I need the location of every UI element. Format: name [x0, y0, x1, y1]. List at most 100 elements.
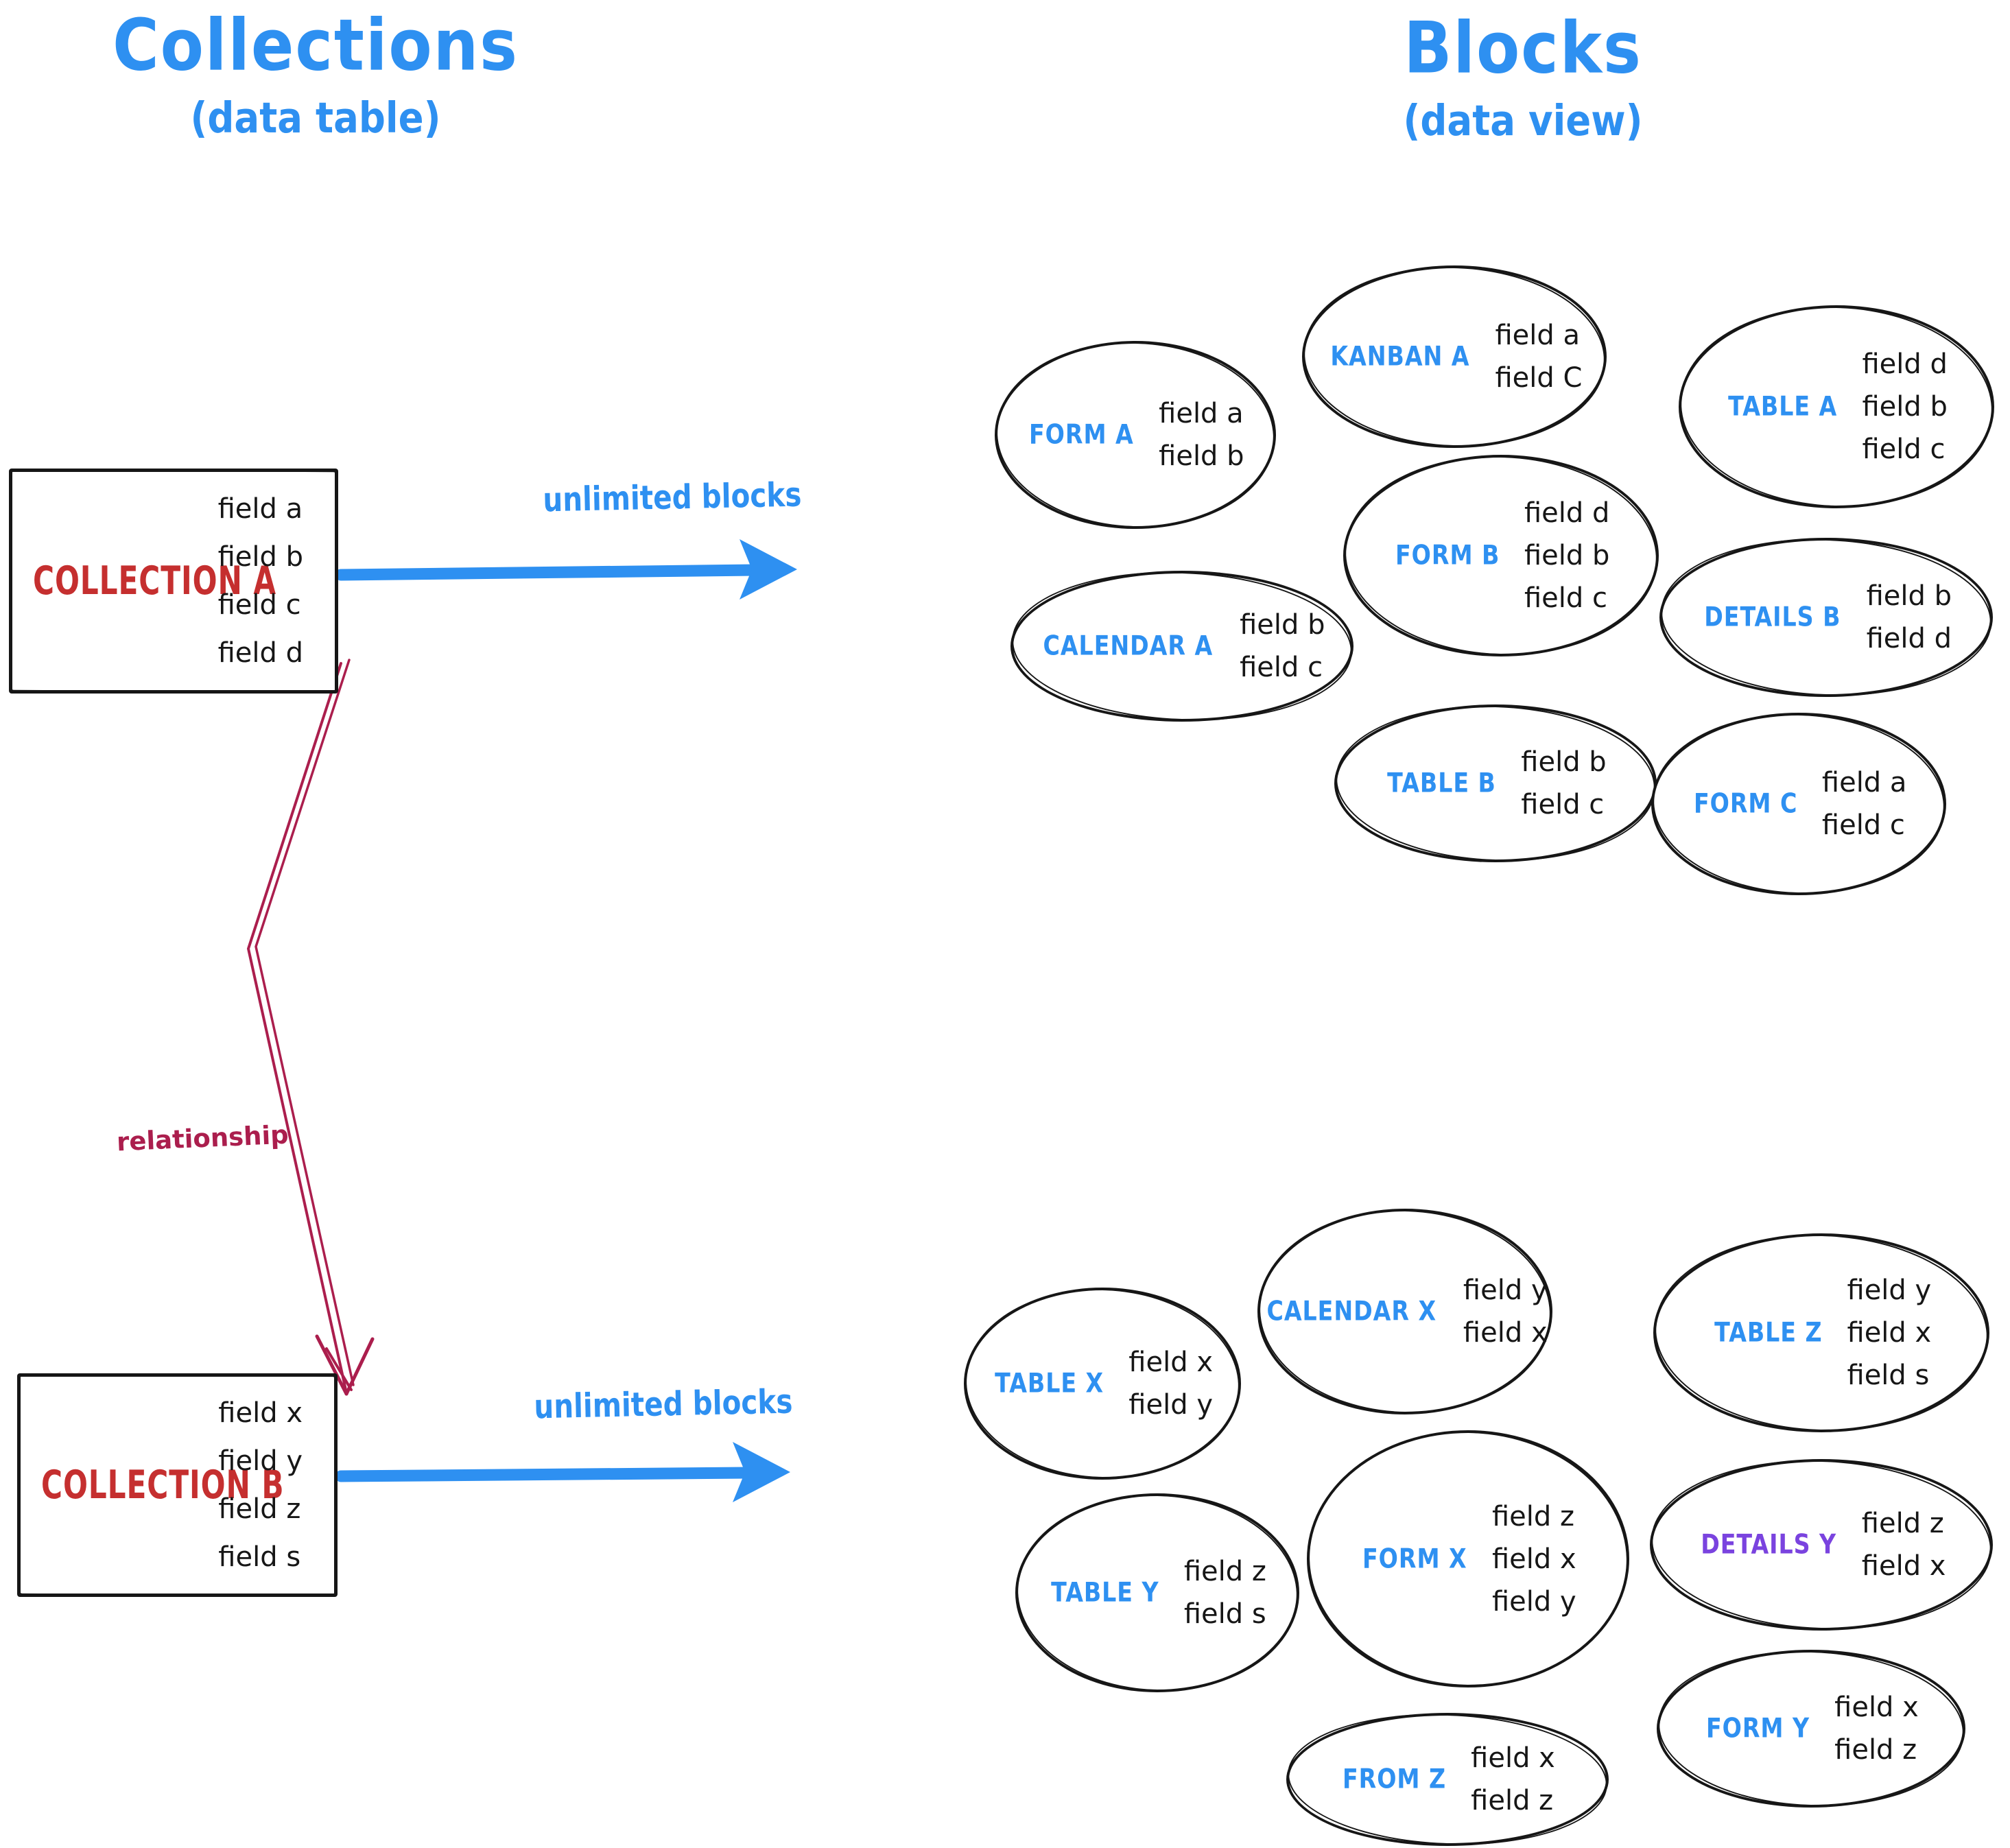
block-calendar-x: CALENDAR X field y field x — [1257, 1209, 1552, 1414]
field-item: field y — [1128, 1389, 1213, 1421]
unlimited-blocks-arrow-top — [335, 539, 797, 600]
collection-a-name: COLLECTION A — [33, 558, 277, 604]
field-item: field c — [1521, 789, 1605, 820]
block-fields: field d field b field c — [1524, 498, 1609, 613]
block-calendar-a: CALENDAR A field b field c — [1010, 571, 1353, 722]
unlimited-blocks-arrow-bottom — [335, 1442, 790, 1502]
field-item: field a — [1495, 320, 1580, 351]
block-fields: field b field d — [1867, 581, 1952, 654]
field-item: field x — [218, 1397, 303, 1429]
field-item: field b — [1862, 391, 1948, 423]
block-title: FORM X — [1362, 1543, 1467, 1574]
field-item: field s — [1847, 1360, 1930, 1391]
field-item: field a — [217, 493, 303, 525]
field-item: field z — [1834, 1734, 1917, 1766]
collection-b-fields: field x field y field z field s — [218, 1398, 303, 1572]
field-item: field a — [1159, 398, 1244, 429]
field-item: field y — [1491, 1585, 1576, 1618]
field-item: field z — [1183, 1556, 1266, 1587]
field-item: field x — [1491, 1543, 1576, 1575]
field-item: field c — [217, 589, 301, 621]
field-item: field z — [1471, 1785, 1554, 1816]
block-title: CALENDAR A — [1043, 630, 1214, 662]
collection-b-box: COLLECTION B field x field y field z fie… — [17, 1373, 338, 1597]
field-item: field y — [218, 1445, 303, 1477]
block-title: FROM Z — [1343, 1764, 1447, 1795]
block-fields: field z field x field y — [1492, 1502, 1576, 1617]
block-fields: field z field x — [1862, 1508, 1946, 1581]
blocks-header: Blocks (data view) — [1324, 6, 1722, 146]
collections-subtitle: (data table) — [190, 93, 441, 143]
block-fields: field b field c — [1240, 610, 1325, 683]
field-item: field c — [1862, 434, 1946, 465]
blocks-title: Blocks — [1404, 6, 1642, 90]
collections-header: Collections (data table) — [82, 3, 549, 143]
field-item: field b — [1521, 746, 1607, 778]
block-title: KANBAN A — [1329, 341, 1470, 372]
field-item: field x — [1834, 1692, 1919, 1723]
block-table-b: TABLE B field b field c — [1334, 704, 1657, 862]
block-table-a: TABLE A field d field b field c — [1679, 305, 1994, 508]
block-title: TABLE A — [1728, 391, 1838, 423]
block-form-c: FORM C field a field c — [1651, 713, 1946, 895]
block-title: FORM A — [1029, 419, 1135, 451]
field-item: field d — [217, 637, 303, 669]
block-fields: field y field x field s — [1847, 1275, 1932, 1390]
block-form-y: FORM Y field x field z — [1657, 1650, 1965, 1808]
field-item: field d — [1862, 348, 1948, 380]
collections-title: Collections — [113, 3, 519, 87]
block-form-x: FORM X field z field x field y — [1307, 1430, 1629, 1687]
block-title: CALENDAR X — [1266, 1296, 1437, 1327]
block-title: TABLE B — [1387, 768, 1497, 799]
field-item: field b — [1524, 540, 1610, 571]
block-title: DETAILS Y — [1700, 1529, 1836, 1561]
block-fields: field d field b field c — [1862, 349, 1947, 464]
field-item: field x — [1861, 1550, 1946, 1582]
block-table-x: TABLE X field x field y — [964, 1288, 1241, 1480]
field-item: field b — [217, 541, 303, 573]
field-item: field d — [1866, 623, 1952, 654]
field-item: field b — [1159, 440, 1244, 472]
block-fields: field a field c — [1822, 768, 1907, 840]
block-title: TABLE Z — [1714, 1317, 1823, 1349]
field-item: field z — [218, 1493, 301, 1525]
block-fields: field y field x — [1463, 1275, 1548, 1348]
field-item: field c — [1524, 582, 1607, 614]
field-item: field x — [1128, 1347, 1213, 1378]
relationship-label: relationship — [116, 1120, 289, 1157]
block-fields: field x field z — [1834, 1692, 1919, 1765]
field-item: field y — [1847, 1275, 1932, 1306]
block-title: TABLE X — [995, 1368, 1104, 1399]
field-item: field b — [1240, 609, 1325, 641]
block-title: FORM B — [1395, 540, 1500, 571]
field-item: field y — [1463, 1275, 1548, 1306]
relationship-connector — [246, 659, 375, 1396]
blocks-subtitle: (data view) — [1403, 95, 1643, 146]
block-table-z: TABLE Z field y field x field s — [1653, 1233, 1989, 1432]
block-title: TABLE Y — [1051, 1577, 1159, 1609]
block-title: FORM Y — [1706, 1713, 1810, 1744]
collection-b-name: COLLECTION B — [41, 1462, 285, 1508]
unlimited-blocks-label-bottom: unlimited blocks — [533, 1382, 793, 1427]
field-item: field z — [1491, 1500, 1574, 1532]
block-details-y: DETAILS Y field z field x — [1650, 1459, 1993, 1631]
field-item: field b — [1866, 580, 1952, 612]
block-fields: field a field b — [1159, 399, 1244, 471]
block-fields: field b field c — [1521, 747, 1606, 820]
block-form-b: FORM B field d field b field c — [1343, 455, 1659, 656]
block-from-z: FROM Z field x field z — [1286, 1713, 1609, 1846]
block-details-b: DETAILS B field b field d — [1659, 538, 1993, 697]
field-item: field s — [1183, 1598, 1266, 1630]
field-item: field z — [1861, 1508, 1944, 1539]
field-item: field c — [1240, 652, 1323, 683]
block-fields: field a field C — [1495, 320, 1582, 393]
block-form-a: FORM A field a field b — [995, 341, 1276, 529]
block-title: DETAILS B — [1704, 602, 1841, 633]
field-item: field x — [1463, 1317, 1548, 1349]
field-item: field s — [218, 1541, 301, 1573]
unlimited-blocks-label-top: unlimited blocks — [542, 475, 802, 520]
field-item: field d — [1524, 497, 1610, 529]
block-fields: field z field s — [1184, 1556, 1266, 1629]
collection-a-fields: field a field b field c field d — [218, 494, 303, 668]
